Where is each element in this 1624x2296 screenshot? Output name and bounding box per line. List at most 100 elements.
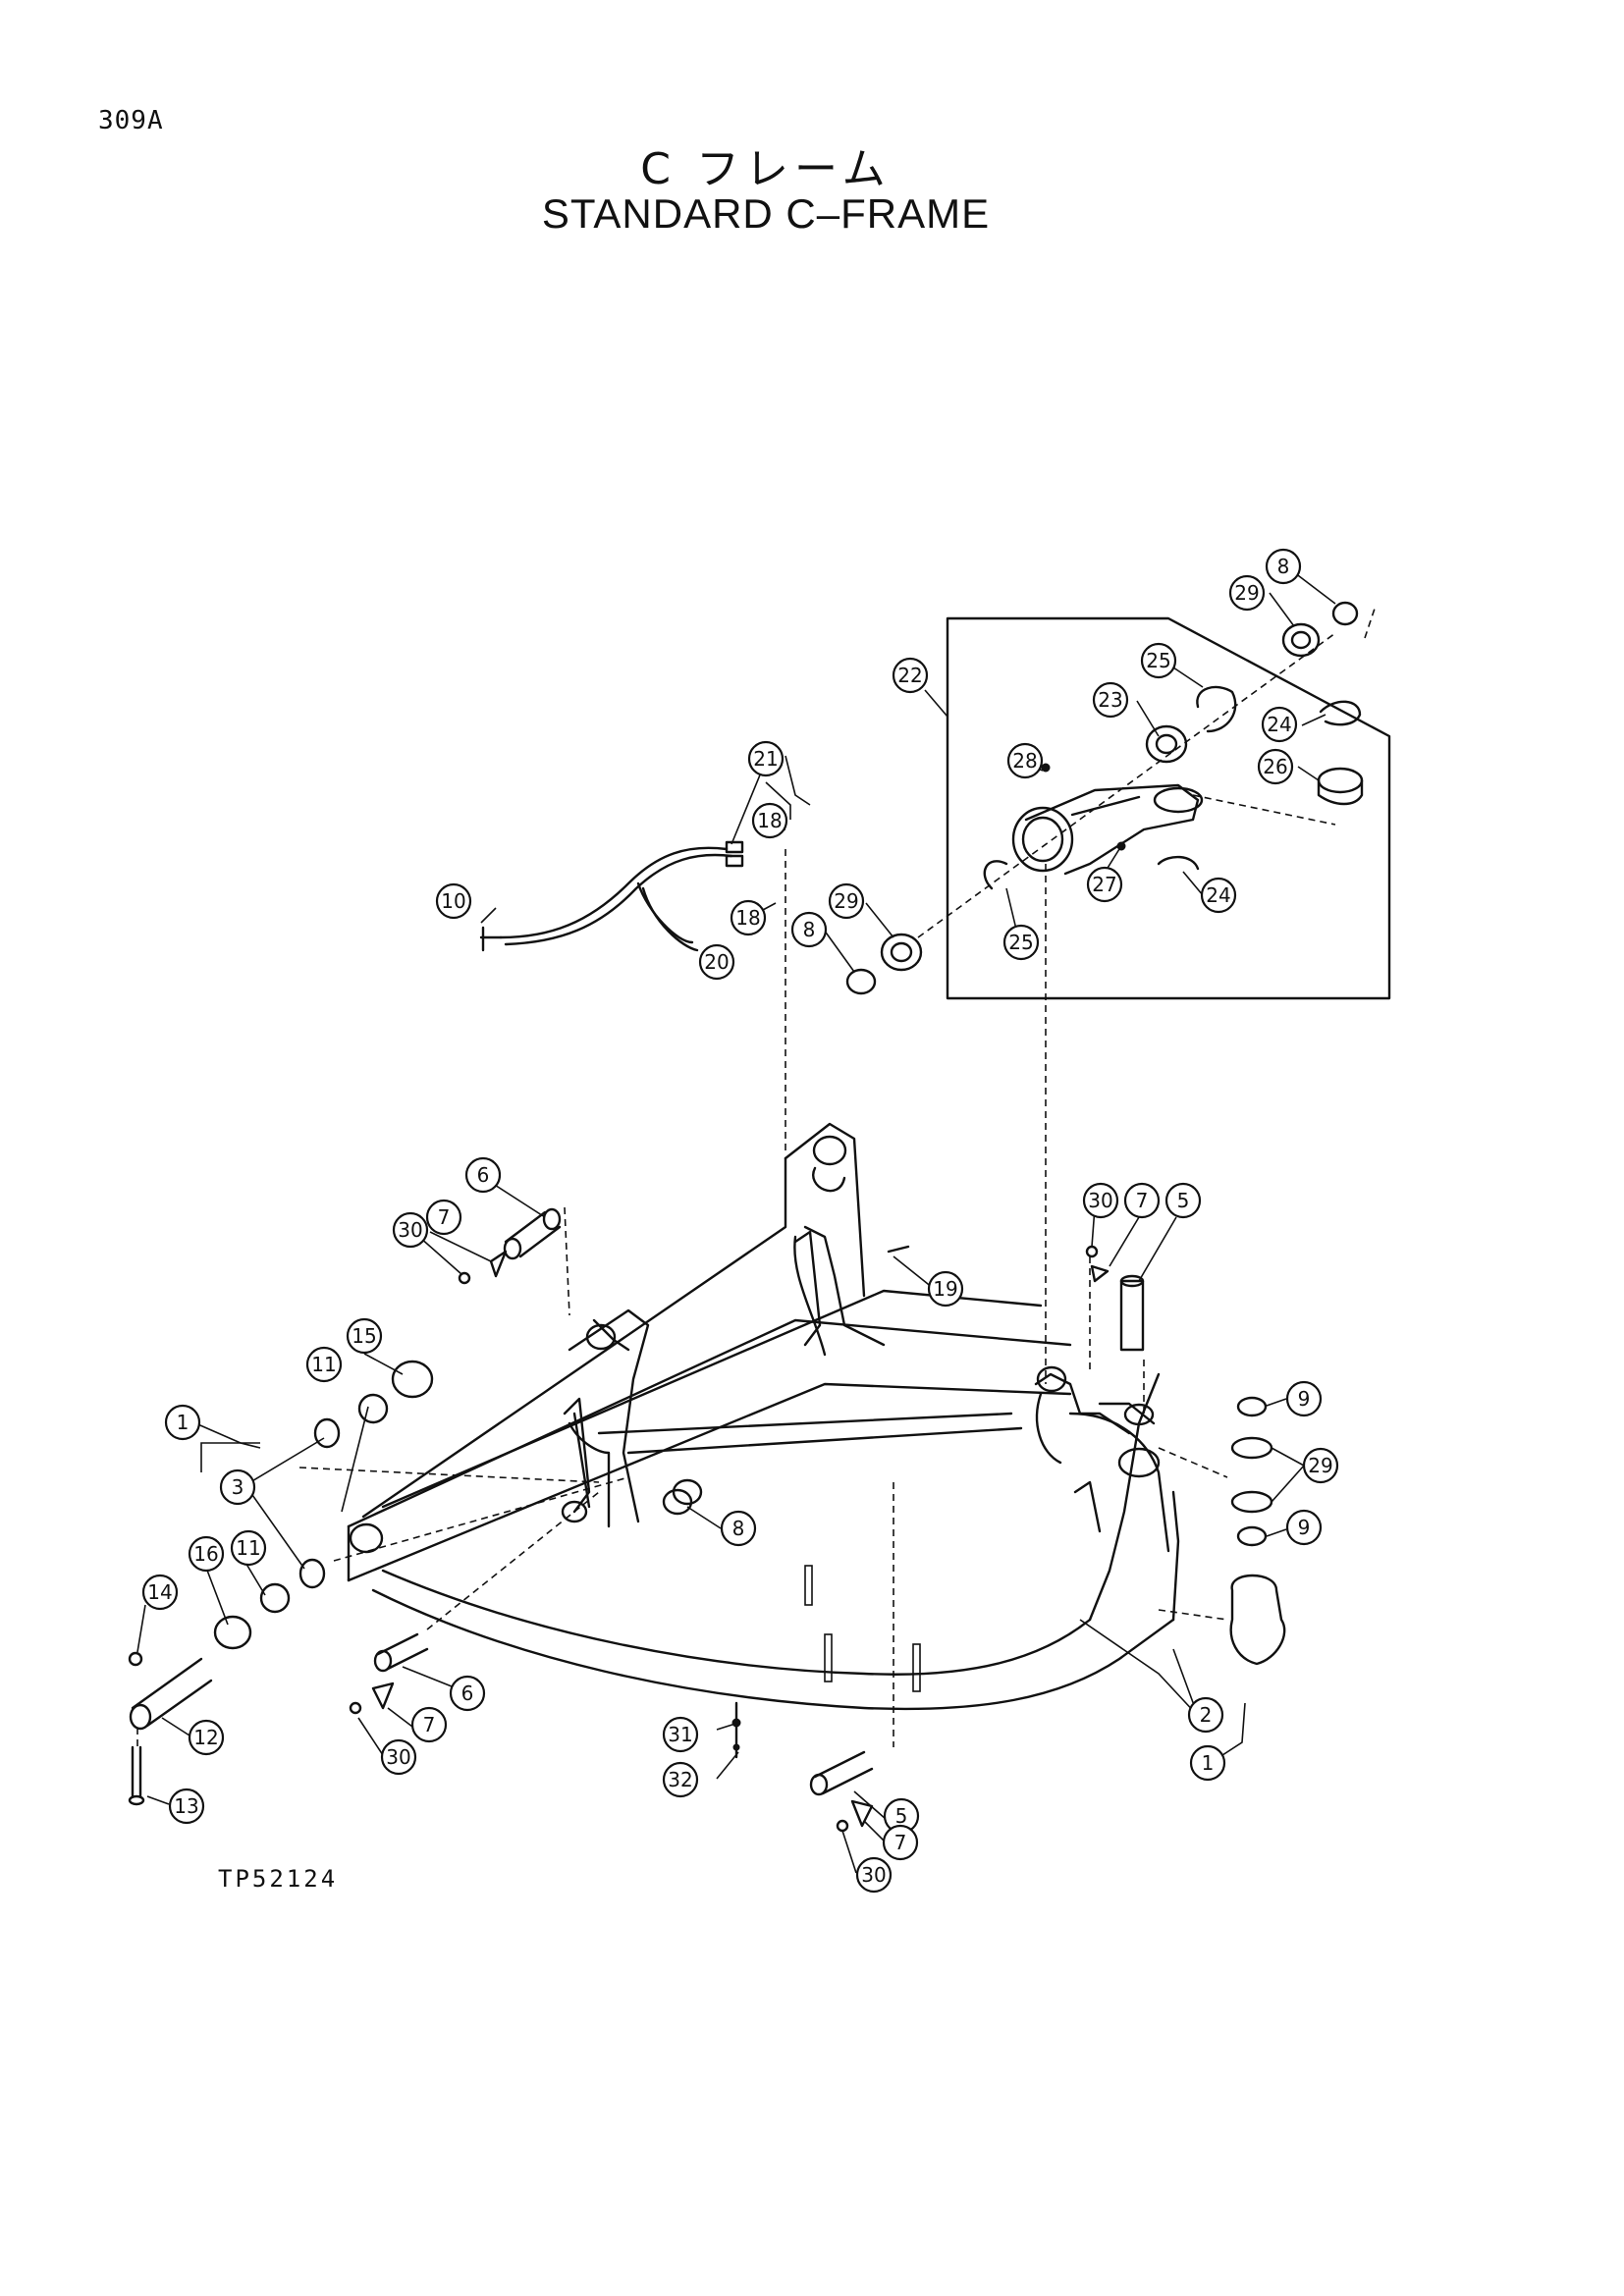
svg-text:16: 16 xyxy=(193,1542,218,1566)
callout-30-bottom-right: 30 xyxy=(855,1856,893,1894)
svg-text:11: 11 xyxy=(311,1353,336,1376)
svg-text:31: 31 xyxy=(668,1723,692,1746)
svg-text:6: 6 xyxy=(461,1682,474,1705)
callout-31: 31 xyxy=(662,1716,699,1753)
callout-8-left: 8 xyxy=(790,911,828,948)
svg-text:30: 30 xyxy=(861,1863,886,1887)
callout-26: 26 xyxy=(1257,748,1294,785)
reference-code: TP52124 xyxy=(218,1865,339,1893)
svg-text:23: 23 xyxy=(1098,688,1122,712)
callout-8-top: 8 xyxy=(1265,548,1302,585)
svg-text:5: 5 xyxy=(1177,1189,1190,1212)
callout-20: 20 xyxy=(698,943,735,981)
callout-14: 14 xyxy=(141,1574,179,1611)
callout-6-bottom: 6 xyxy=(449,1675,486,1712)
svg-text:30: 30 xyxy=(1088,1189,1112,1212)
svg-text:8: 8 xyxy=(1277,555,1290,578)
callout-13: 13 xyxy=(168,1788,205,1825)
svg-text:1: 1 xyxy=(177,1411,189,1434)
c-frame-body xyxy=(347,1122,1180,1711)
callout-30-top-left: 30 xyxy=(392,1211,429,1249)
svg-text:12: 12 xyxy=(193,1726,218,1749)
callout-7-top-left: 7 xyxy=(425,1199,462,1236)
svg-text:14: 14 xyxy=(147,1580,172,1604)
callout-11-bottom: 11 xyxy=(230,1529,267,1567)
callout-9-bottom: 9 xyxy=(1285,1509,1323,1546)
svg-text:9: 9 xyxy=(1298,1516,1311,1539)
callout-29-top: 29 xyxy=(1228,574,1266,612)
callout-28: 28 xyxy=(1006,742,1044,779)
svg-text:29: 29 xyxy=(1234,581,1259,605)
svg-text:7: 7 xyxy=(1136,1189,1149,1212)
svg-text:15: 15 xyxy=(352,1324,376,1348)
loose-parts xyxy=(128,1207,1286,1833)
svg-text:30: 30 xyxy=(386,1745,410,1769)
callout-7-top-right: 7 xyxy=(1123,1182,1161,1219)
svg-text:32: 32 xyxy=(668,1768,692,1791)
callout-22: 22 xyxy=(892,657,929,694)
callout-6-top: 6 xyxy=(464,1156,502,1194)
svg-text:11: 11 xyxy=(236,1536,260,1560)
svg-text:5: 5 xyxy=(895,1804,908,1828)
callout-9-top: 9 xyxy=(1285,1380,1323,1417)
svg-text:22: 22 xyxy=(897,664,922,687)
svg-text:9: 9 xyxy=(1298,1387,1311,1411)
callout-19: 19 xyxy=(927,1270,964,1308)
svg-text:2: 2 xyxy=(1200,1703,1213,1727)
svg-text:6: 6 xyxy=(477,1163,490,1187)
hose-assembly xyxy=(479,840,744,952)
callout-1-right: 1 xyxy=(1189,1744,1226,1782)
svg-text:8: 8 xyxy=(803,918,816,941)
alignment-lines xyxy=(136,608,1376,1747)
svg-text:3: 3 xyxy=(232,1475,244,1499)
callout-25-bottom: 25 xyxy=(1002,924,1040,961)
svg-text:7: 7 xyxy=(423,1713,436,1736)
callout-2: 2 xyxy=(1187,1696,1224,1734)
callout-25-top: 25 xyxy=(1140,642,1177,679)
callout-11-top: 11 xyxy=(305,1346,343,1383)
svg-text:30: 30 xyxy=(398,1218,422,1242)
svg-text:24: 24 xyxy=(1267,713,1291,736)
svg-text:24: 24 xyxy=(1206,883,1230,907)
page-number: 309A xyxy=(98,106,164,135)
callout-23: 23 xyxy=(1092,681,1129,719)
svg-text:18: 18 xyxy=(735,906,760,930)
callout-10: 10 xyxy=(435,882,472,920)
inset-box xyxy=(946,616,1391,1000)
svg-text:10: 10 xyxy=(441,889,465,913)
svg-text:7: 7 xyxy=(894,1831,907,1854)
svg-text:19: 19 xyxy=(933,1277,957,1301)
callout-18-upper: 18 xyxy=(751,802,788,839)
svg-text:28: 28 xyxy=(1012,749,1037,773)
svg-text:27: 27 xyxy=(1092,873,1116,896)
callout-29-left: 29 xyxy=(828,882,865,920)
svg-text:1: 1 xyxy=(1202,1751,1215,1775)
callout-3: 3 xyxy=(219,1468,256,1506)
callout-29-right: 29 xyxy=(1302,1447,1339,1484)
callout-5-top: 5 xyxy=(1164,1182,1202,1219)
svg-text:29: 29 xyxy=(834,889,858,913)
title-japanese: C フレーム xyxy=(640,144,892,194)
callout-16: 16 xyxy=(188,1535,225,1573)
callout-1-left: 1 xyxy=(164,1404,201,1441)
svg-text:21: 21 xyxy=(753,747,778,771)
svg-text:13: 13 xyxy=(174,1794,198,1818)
svg-text:8: 8 xyxy=(732,1517,745,1540)
svg-text:25: 25 xyxy=(1008,931,1033,954)
callout-12: 12 xyxy=(188,1719,225,1756)
svg-text:7: 7 xyxy=(438,1205,451,1229)
callout-8-middle: 8 xyxy=(720,1510,757,1547)
callout-24-top: 24 xyxy=(1261,706,1298,743)
callout-7-bottom-left: 7 xyxy=(410,1706,448,1743)
svg-text:29: 29 xyxy=(1308,1454,1332,1477)
callout-30-top-right: 30 xyxy=(1082,1182,1119,1219)
svg-text:26: 26 xyxy=(1263,755,1287,778)
callout-24-bottom: 24 xyxy=(1200,877,1237,914)
callout-32: 32 xyxy=(662,1761,699,1798)
callout-30-bottom-left: 30 xyxy=(380,1738,417,1776)
leader-lines xyxy=(136,565,1336,1874)
title-english: STANDARD C–FRAME xyxy=(541,190,991,237)
swing-bracket xyxy=(845,601,1364,995)
callout-18-lower: 18 xyxy=(730,899,767,936)
